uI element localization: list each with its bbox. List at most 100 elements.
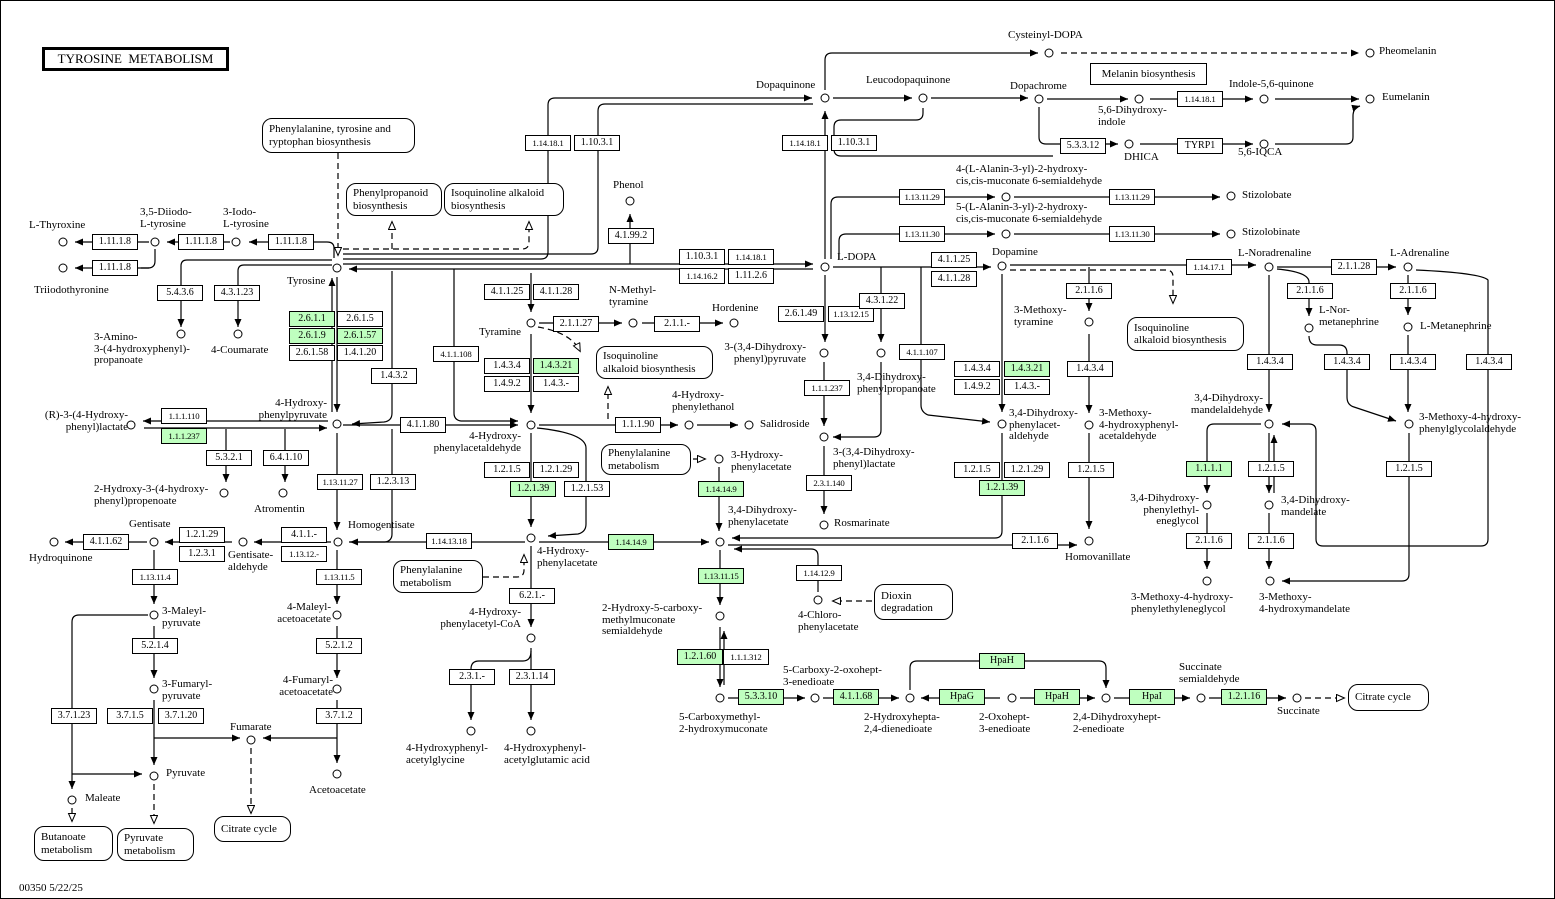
- enzyme-box[interactable]: 2.1.1.27: [553, 316, 599, 332]
- compound-node[interactable]: [819, 520, 829, 530]
- pathway-link-box[interactable]: Phenylpropanoid biosynthesis: [346, 183, 442, 216]
- enzyme-box[interactable]: 2.6.1.57: [337, 328, 383, 344]
- enzyme-box[interactable]: 4.1.1.62: [83, 534, 129, 550]
- enzyme-box[interactable]: HpaG: [939, 689, 985, 705]
- compound-node[interactable]: [684, 420, 694, 430]
- compound-node[interactable]: [1084, 317, 1094, 327]
- compound-node[interactable]: [744, 420, 754, 430]
- compound-node[interactable]: [332, 769, 342, 779]
- enzyme-box[interactable]: 2.6.1.5: [337, 311, 383, 327]
- compound-node[interactable]: [526, 533, 536, 543]
- compound-node[interactable]: [1001, 192, 1011, 202]
- enzyme-box[interactable]: 1.4.9.2: [954, 379, 1000, 395]
- compound-node[interactable]: [526, 633, 536, 643]
- enzyme-box[interactable]: 1.4.3.4: [1466, 354, 1512, 370]
- enzyme-box[interactable]: 4.1.1.28: [931, 271, 977, 287]
- enzyme-box[interactable]: 1.4.3.21: [533, 358, 579, 374]
- compound-node[interactable]: [1226, 191, 1236, 201]
- enzyme-box[interactable]: 5.2.1.2: [316, 638, 362, 654]
- enzyme-box[interactable]: 2.1.1.6: [1186, 533, 1232, 549]
- enzyme-box[interactable]: 2.3.1.-: [449, 669, 495, 685]
- enzyme-box[interactable]: 1.14.18.1: [1177, 91, 1223, 107]
- compound-node[interactable]: [810, 693, 820, 703]
- enzyme-box[interactable]: 1.14.13.18: [426, 533, 472, 549]
- enzyme-box[interactable]: 3.7.1.5: [107, 708, 153, 724]
- compound-node[interactable]: [1084, 420, 1094, 430]
- enzyme-box[interactable]: 4.3.1.23: [214, 285, 260, 301]
- enzyme-box[interactable]: 1.4.3.2: [371, 368, 417, 384]
- compound-node[interactable]: [149, 537, 159, 547]
- enzyme-box[interactable]: 2.3.1.14: [509, 669, 555, 685]
- enzyme-box[interactable]: 1.4.3.4: [484, 358, 530, 374]
- compound-node[interactable]: [1202, 500, 1212, 510]
- enzyme-box[interactable]: 2.1.1.6: [1390, 283, 1436, 299]
- enzyme-box[interactable]: 2.6.1.9: [289, 328, 335, 344]
- pathway-link-box[interactable]: Dioxin degradation: [874, 584, 953, 620]
- compound-node[interactable]: [176, 329, 186, 339]
- compound-node[interactable]: [819, 348, 829, 358]
- enzyme-box[interactable]: 1.4.3.21: [1004, 361, 1050, 377]
- compound-node[interactable]: [1404, 419, 1414, 429]
- enzyme-box[interactable]: 1.14.18.1: [782, 135, 828, 151]
- pathway-link-box[interactable]: Citrate cycle: [1348, 684, 1429, 711]
- compound-node[interactable]: [246, 735, 256, 745]
- enzyme-box[interactable]: 1.10.3.1: [831, 135, 877, 151]
- enzyme-box[interactable]: HpaI: [1129, 689, 1175, 705]
- enzyme-box[interactable]: 2.3.1.140: [806, 475, 852, 491]
- compound-node[interactable]: [332, 419, 342, 429]
- compound-node[interactable]: [820, 262, 830, 272]
- enzyme-box[interactable]: 1.14.12.9: [796, 565, 842, 581]
- enzyme-box[interactable]: 3.7.1.23: [51, 708, 97, 724]
- enzyme-box[interactable]: 1.13.11.30: [899, 226, 945, 242]
- pathway-link-box[interactable]: Melanin biosynthesis: [1090, 63, 1207, 85]
- compound-node[interactable]: [715, 537, 725, 547]
- compound-node[interactable]: [1084, 536, 1094, 546]
- pathway-link-box[interactable]: Citrate cycle: [214, 816, 291, 842]
- enzyme-box[interactable]: 6.2.1.-: [509, 588, 555, 604]
- enzyme-box[interactable]: 1.4.3.4: [1390, 354, 1436, 370]
- compound-node[interactable]: [332, 263, 342, 273]
- enzyme-box[interactable]: TYRP1: [1177, 138, 1223, 154]
- enzyme-box[interactable]: 2.1.1.6: [1248, 533, 1294, 549]
- enzyme-box[interactable]: 1.2.1.53: [564, 481, 610, 497]
- enzyme-box[interactable]: 1.2.1.29: [179, 527, 225, 543]
- compound-node[interactable]: [1403, 262, 1413, 272]
- compound-node[interactable]: [714, 454, 724, 464]
- enzyme-box[interactable]: 1.2.1.5: [484, 462, 530, 478]
- enzyme-box[interactable]: 1.2.1.39: [510, 481, 556, 497]
- pathway-link-box[interactable]: Pyruvate metabolism: [117, 828, 194, 861]
- compound-node[interactable]: [526, 318, 536, 328]
- compound-node[interactable]: [149, 771, 159, 781]
- compound-node[interactable]: [332, 610, 342, 620]
- enzyme-box[interactable]: 1.13.11.4: [132, 569, 178, 585]
- compound-node[interactable]: [819, 432, 829, 442]
- enzyme-box[interactable]: 1.11.1.8: [268, 234, 314, 250]
- compound-node[interactable]: [1365, 94, 1375, 104]
- enzyme-box[interactable]: 1.2.1.60: [677, 649, 723, 665]
- pathway-link-box[interactable]: Isoquinoline alkaloid biosynthesis: [1127, 317, 1244, 351]
- compound-node[interactable]: [1264, 419, 1274, 429]
- compound-node[interactable]: [332, 684, 342, 694]
- compound-node[interactable]: [997, 261, 1007, 271]
- enzyme-box[interactable]: 1.14.14.9: [698, 481, 744, 497]
- enzyme-box[interactable]: 1.2.1.29: [533, 462, 579, 478]
- compound-node[interactable]: [1259, 139, 1269, 149]
- enzyme-box[interactable]: 1.2.3.1: [179, 546, 225, 562]
- enzyme-box[interactable]: 4.3.1.22: [859, 293, 905, 309]
- compound-node[interactable]: [150, 237, 160, 247]
- compound-node[interactable]: [997, 419, 1007, 429]
- enzyme-box[interactable]: 1.14.18.1: [728, 249, 774, 265]
- enzyme-box[interactable]: 1.10.3.1: [679, 249, 725, 265]
- pathway-link-box[interactable]: Butanoate metabolism: [34, 826, 113, 861]
- compound-node[interactable]: [233, 329, 243, 339]
- enzyme-box[interactable]: 1.2.1.5: [1248, 461, 1294, 477]
- enzyme-box[interactable]: 2.1.1.6: [1066, 283, 1112, 299]
- enzyme-box[interactable]: 4.1.1.25: [484, 284, 530, 300]
- compound-node[interactable]: [1034, 94, 1044, 104]
- compound-node[interactable]: [918, 93, 928, 103]
- enzyme-box[interactable]: 1.2.1.16: [1221, 689, 1267, 705]
- enzyme-box[interactable]: 4.1.99.2: [608, 228, 654, 244]
- enzyme-box[interactable]: 1.1.1.110: [161, 408, 207, 424]
- compound-node[interactable]: [1403, 322, 1413, 332]
- compound-node[interactable]: [1101, 693, 1111, 703]
